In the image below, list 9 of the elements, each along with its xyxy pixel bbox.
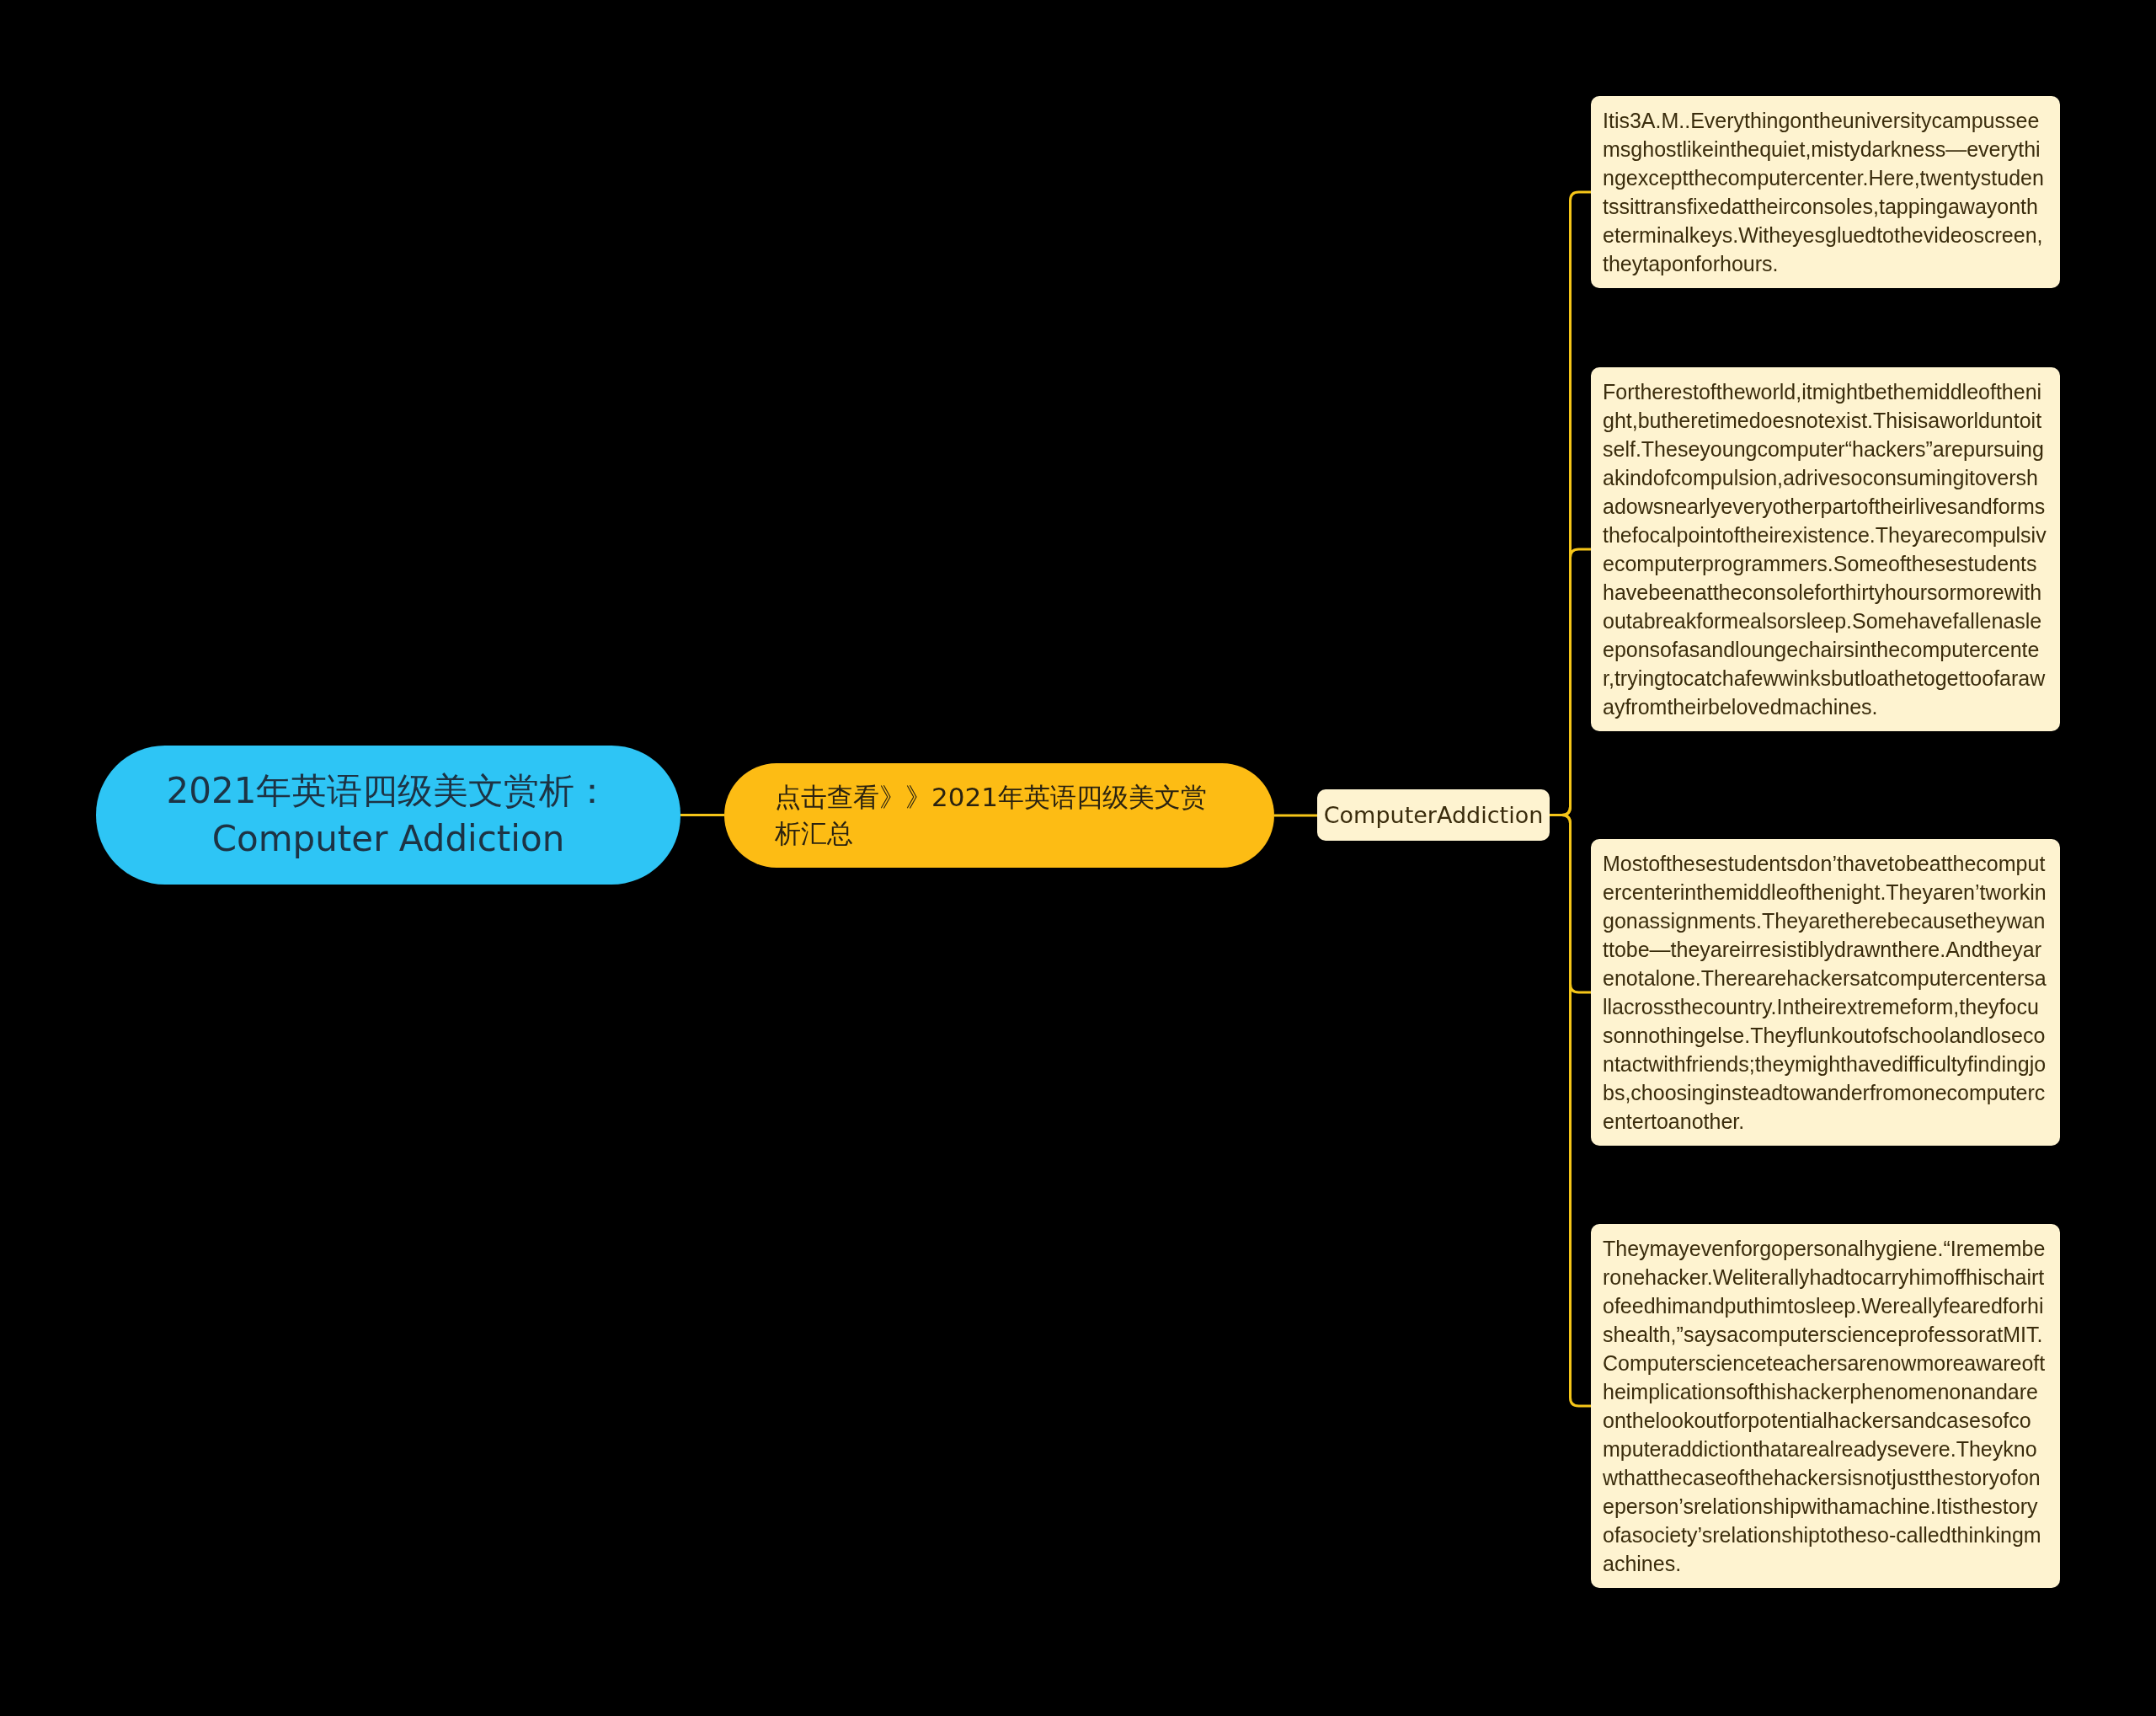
text-card: Mostofthesestudentsdon’thavetobeatthecomputercenterinthemiddleofthenight.Theyaren’tworkingonassignments.Theyaretherebecausetheywanttobe—theyareirresistiblydrawnthere.Andtheyarenotalone.Therearehackersatcomputercentersallacrossthecountry.Intheirextremeform,theyfocusonnothingelse.Theyflunkoutofschoolandlosecontactwithfriends;theymighthavedifficultyfindingjobs,choosinginsteadtowanderfromonecomputercentertoanother. — [1591, 839, 2060, 1146]
subtopic-box: ComputerAddiction — [1317, 789, 1550, 841]
branch-box: 点击查看》》2021年英语四级美文赏析汇总 — [724, 763, 1274, 868]
text-card: Fortherestoftheworld,itmightbethemiddleofthenight,butheretimedoesnotexist.Thisisaworlduntoitself.Theseyoungcomputer“hackers”arepursuingakindofcompulsion,adrivesoconsumingitovershadowsnearlyeveryotherpartoftheirlivesandformsthefocalpointoftheirexistence.Theyarecompulsivecomputerprogrammers.Someofthesestudentshavebeenattheconsoleforthirtyhoursormorewithoutabreakformealsorsleep.Somehavefallenasleeponsofasandloungechairsinthecomputercenter,tryingtocatchafewwinksbutloathetogettoofarawayfromtheirbelovedmachines. — [1591, 367, 2060, 731]
text-card: Theymayevenforgopersonalhygiene.“Irememberonehacker.Weliterallyhadtocarryhimoffhischairtofeedhimandputhimtosleep.Wereallyfearedforhishealth,”saysacomputerscienceprofessoratMIT.Computerscienceteachersarenowmoreawareoftheimplicationsofthishackerphenomenonandareonthelookoutforpotentialhackersandcasesofcomputeraddictionthatarealreadysevere.Theyknowthatthecaseofthehackersisnotjustthestoryofoneperson’srelationshipwithamachine.Itisthestoryofasociety’srelationshiptotheso-calledthinkingmachines. — [1591, 1224, 2060, 1588]
connector-line — [680, 814, 724, 816]
topic-box: 2021年英语四级美文赏析：Computer Addiction — [96, 746, 680, 885]
text-card: Itis3A.M..Everythingontheuniversitycampusseemsghostlikeinthequiet,mistydarkness—everythingexceptthecomputercenter.Here,twentystudentssittransfixedattheirconsoles,tappingawayontheterminalkeys.Witheyesgluedtothevideoscreen,theytaponforhours. — [1591, 96, 2060, 288]
connector-line — [1274, 814, 1317, 817]
